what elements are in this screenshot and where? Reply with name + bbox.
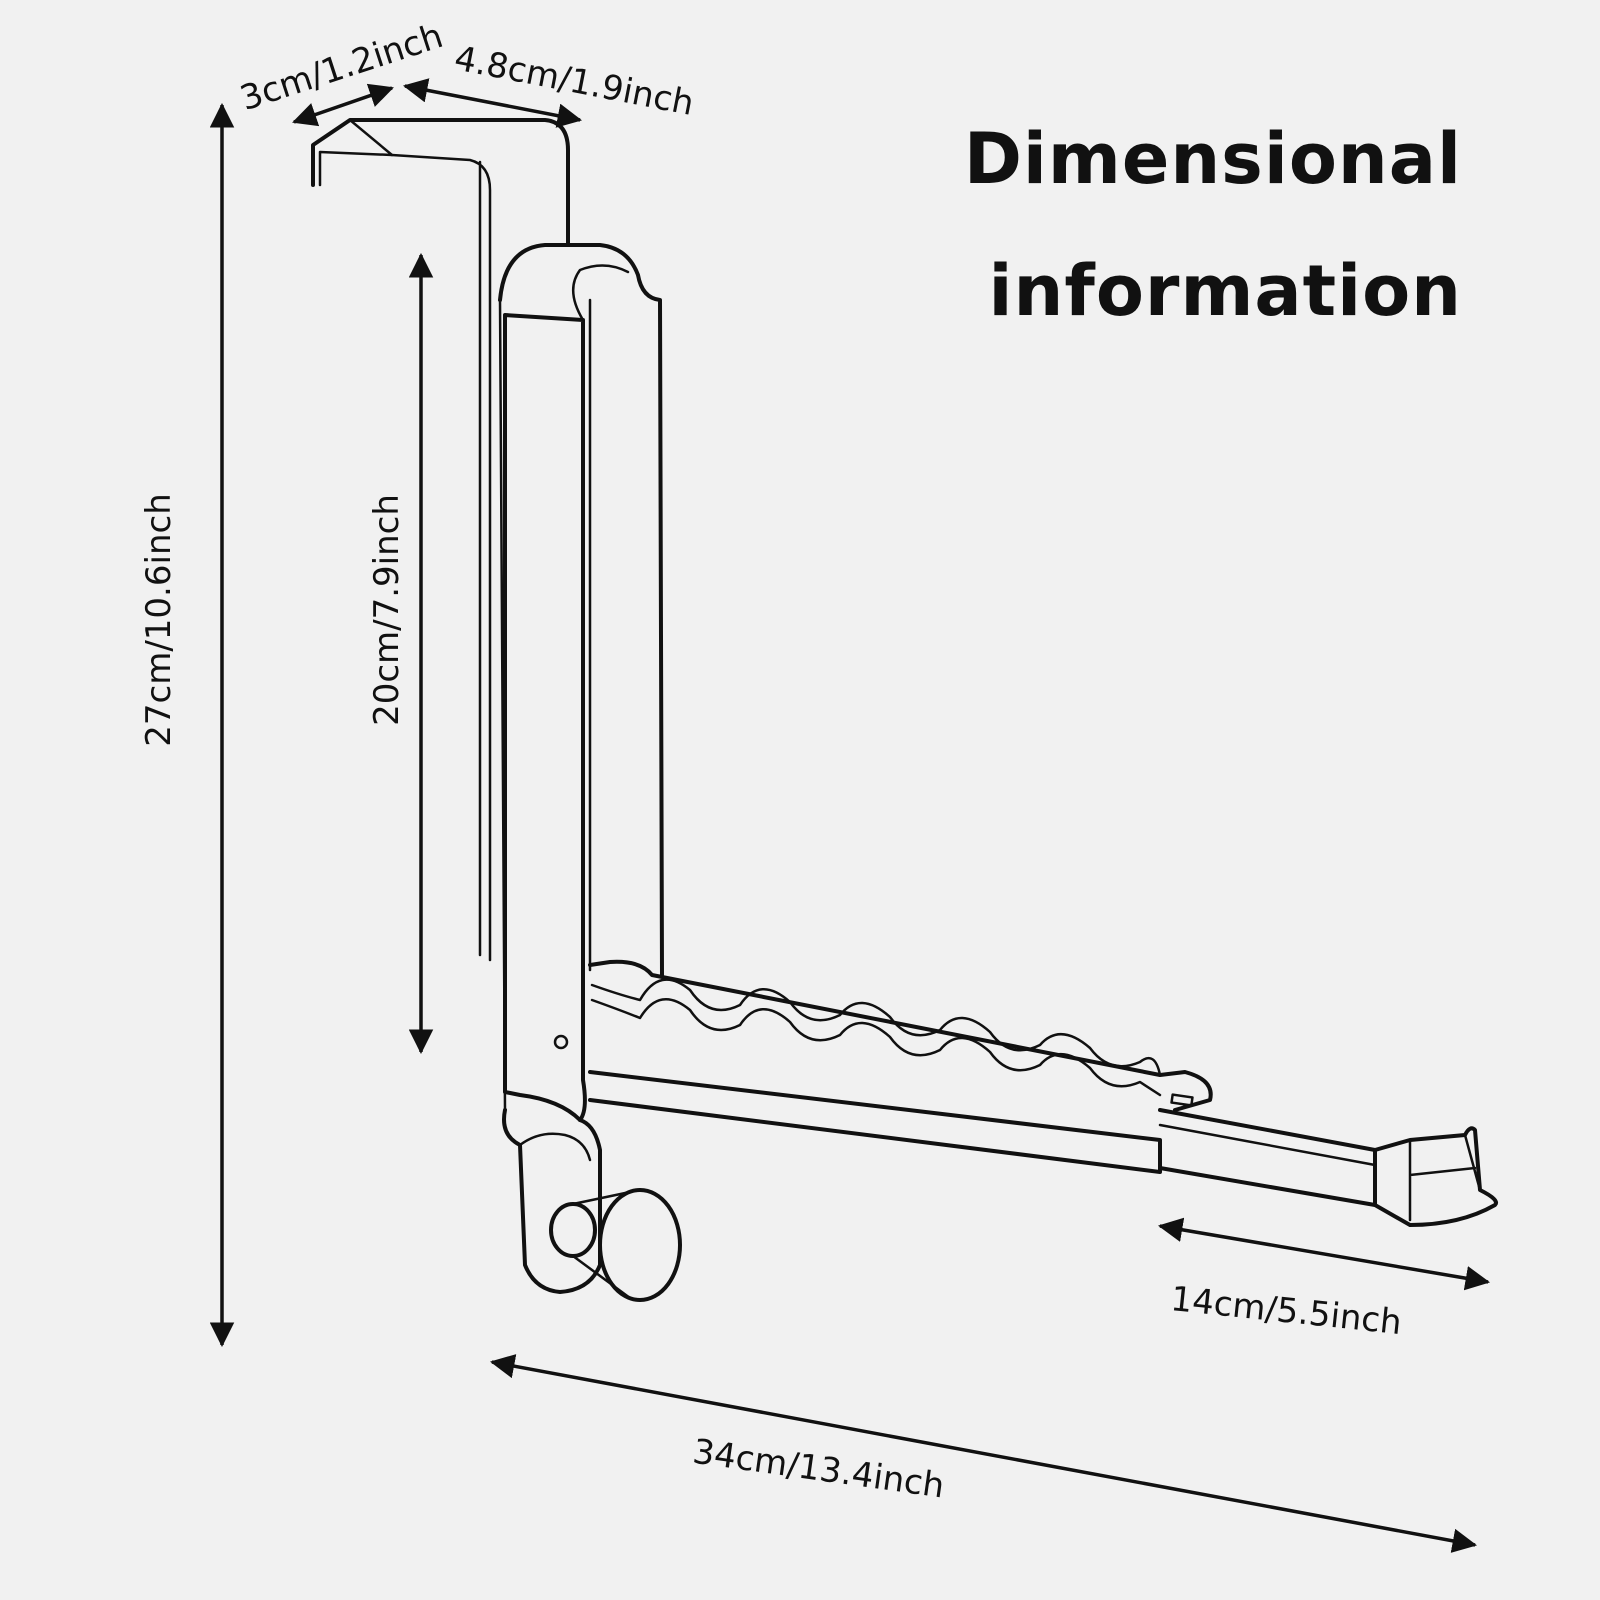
rivet-hole [553,1034,569,1050]
plate-edge [498,298,507,1112]
arm-slot [1170,1093,1194,1107]
extension-bar-line [1158,1123,1377,1167]
lower-bracket-inner [518,1132,592,1162]
title-line-1: Dimensional [963,118,1462,200]
vertical-plate-front [503,313,587,1122]
dim-line-top-depth [292,83,394,127]
dim-line-total-length [489,1354,1478,1553]
title-line-2: information [988,250,1462,332]
knob-cap [598,1188,682,1302]
end-cap [1373,1126,1498,1227]
label-top-width: 4.8cm/1.9inch [451,38,697,124]
dim-line-top-width [402,78,583,128]
label-total-height: 27cm/10.6inch [139,493,179,746]
arm-bottom-edge [588,1070,1162,1174]
label-top-depth: 3cm/1.2inch [235,16,447,119]
dim-line-extension [1157,1217,1491,1291]
knob-connector [571,1190,632,1300]
dimension-labels: 27cm/10.6inch 20cm/7.9inch 3cm/1.2inch 4… [139,16,1404,1507]
label-inner-height: 20cm/7.9inch [367,494,407,726]
label-total-length: 34cm/13.4inch [690,1432,947,1507]
vertical-plate [498,243,664,977]
arm-wave [590,978,1162,1077]
top-hook [311,118,570,247]
dimension-lines [209,78,1491,1553]
lower-bracket [502,1108,602,1294]
plate-curl [572,264,630,972]
hanger-illustration [311,118,1498,1302]
top-hook-inner [318,150,492,962]
extension-bar [1158,1108,1377,1207]
end-cap-inner [1408,1133,1482,1222]
label-extension: 14cm/5.5inch [1169,1279,1404,1343]
knob-stem [549,1202,597,1258]
arm-wave-lower [590,997,1162,1097]
